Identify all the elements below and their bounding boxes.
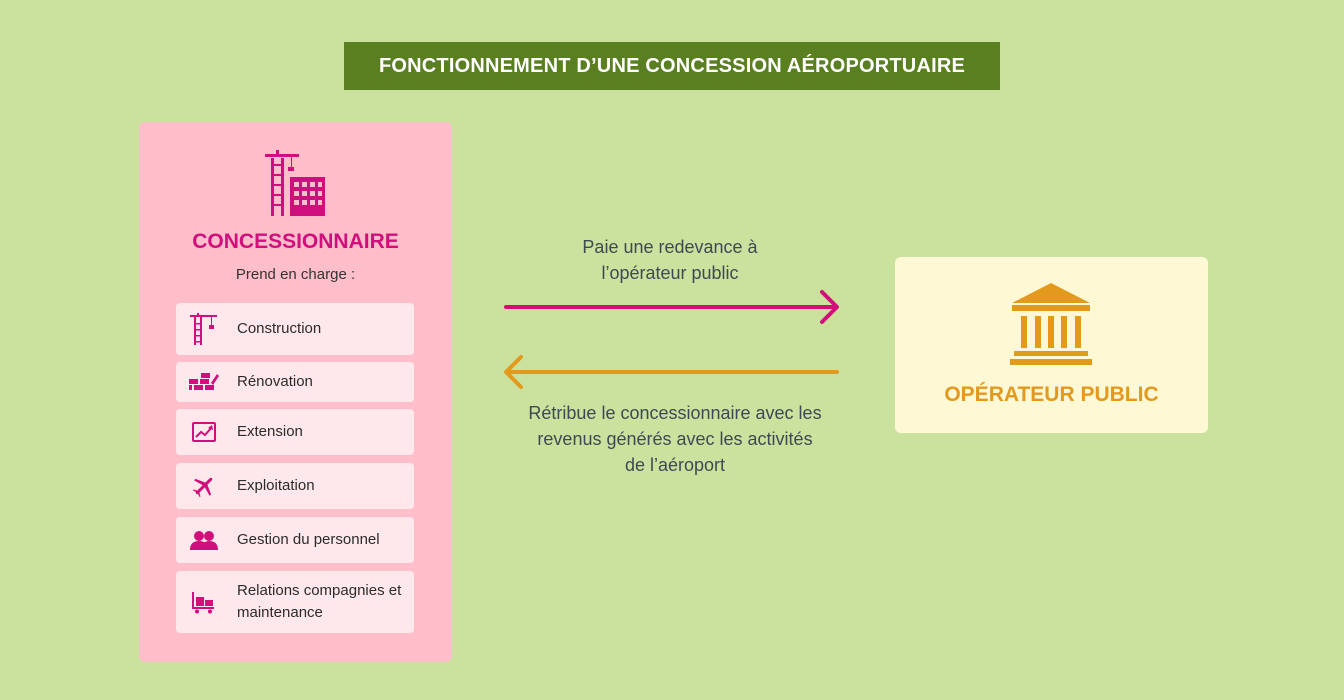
task-item-exploitation: Exploitation bbox=[176, 463, 414, 509]
concessionnaire-subtitle: Prend en charge : bbox=[235, 266, 356, 283]
task-label: Construction bbox=[237, 320, 322, 337]
task-label: Exploitation bbox=[237, 477, 315, 494]
arrow-to-concessionnaire bbox=[504, 355, 839, 389]
task-label: Extension bbox=[237, 423, 303, 440]
chart-icon bbox=[189, 419, 219, 445]
luggage-cart-icon bbox=[189, 589, 219, 615]
task-item-renovation: Rénovation bbox=[176, 362, 414, 402]
task-item-extension: Extension bbox=[176, 409, 414, 455]
task-label: Relations compagnies et maintenance bbox=[237, 582, 402, 621]
concessionnaire-title: CONCESSIONNAIRE bbox=[192, 230, 399, 253]
task-label: Rénovation bbox=[237, 373, 313, 390]
bricks-icon bbox=[189, 369, 219, 395]
operateur-public-title: OPÉRATEUR PUBLIC bbox=[944, 383, 1159, 406]
flow-label-redevance: Paie une redevance à l’opérateur public bbox=[582, 237, 758, 283]
flow-arrows bbox=[504, 290, 839, 389]
people-icon bbox=[189, 527, 219, 553]
airplane-icon bbox=[189, 473, 219, 499]
arrow-to-public bbox=[504, 290, 839, 324]
flow-label-retribution: Rétribue le concessionnaire avec les rev… bbox=[528, 403, 822, 475]
task-item-relations-compagnies: Relations compagnies et maintenance bbox=[176, 571, 414, 633]
task-label: Gestion du personnel bbox=[237, 531, 380, 548]
concessionnaire-panel: CONCESSIONNAIRE Prend en charge : Constr… bbox=[139, 122, 452, 662]
operateur-public-panel: OPÉRATEUR PUBLIC bbox=[895, 257, 1208, 433]
page-title: FONCTIONNEMENT D’UNE CONCESSION AÉROPORT… bbox=[344, 42, 1000, 90]
institution-building-icon bbox=[1010, 283, 1092, 365]
construction-crane-icon bbox=[265, 150, 325, 216]
crane-icon bbox=[189, 313, 219, 345]
task-item-construction: Construction bbox=[176, 303, 414, 355]
task-item-gestion-personnel: Gestion du personnel bbox=[176, 517, 414, 563]
